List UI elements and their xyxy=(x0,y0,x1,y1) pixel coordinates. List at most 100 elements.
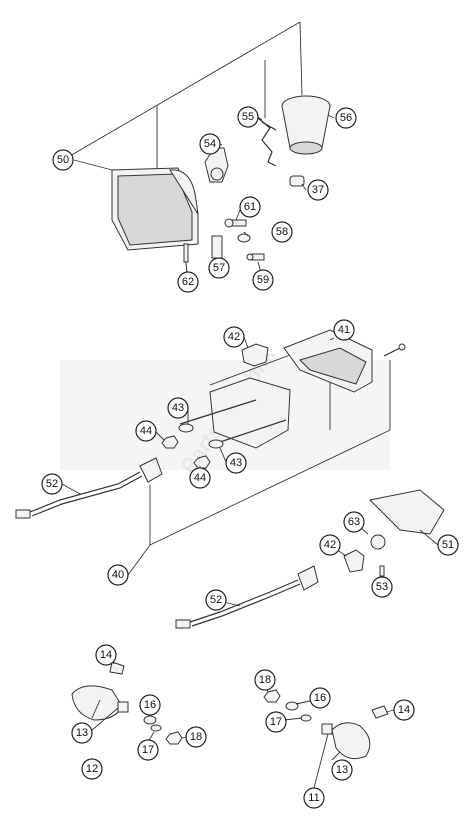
svg-text:43: 43 xyxy=(230,457,242,469)
svg-text:62: 62 xyxy=(182,276,194,288)
svg-text:44: 44 xyxy=(194,472,206,484)
dust-boot xyxy=(281,95,331,155)
callout-43-bottom: 43 xyxy=(225,452,247,474)
callout-59: 59 xyxy=(252,269,274,291)
svg-text:16: 16 xyxy=(314,692,326,704)
washer-17-right xyxy=(300,714,312,722)
plate-light-bulb xyxy=(343,549,365,573)
headlight-housing xyxy=(111,167,199,251)
callout-63: 63 xyxy=(343,511,365,533)
callout-56: 56 xyxy=(335,107,357,129)
callout-44-top: 44 xyxy=(135,420,157,442)
turn-signal-left xyxy=(71,685,129,721)
callout-17-left: 17 xyxy=(137,739,159,761)
callout-14-left: 14 xyxy=(95,644,117,666)
callout-13-right: 13 xyxy=(331,759,353,781)
svg-text:63: 63 xyxy=(348,516,360,528)
callout-13-left: 13 xyxy=(71,722,93,744)
svg-text:55: 55 xyxy=(242,111,254,123)
callout-53: 53 xyxy=(371,576,393,598)
callout-17-right: 17 xyxy=(265,711,287,733)
tail-bolt xyxy=(383,343,406,357)
nut-18-right xyxy=(263,689,281,703)
svg-text:17: 17 xyxy=(142,744,154,756)
washer-43-top xyxy=(178,423,194,433)
svg-text:43: 43 xyxy=(172,402,184,414)
callout-62: 62 xyxy=(177,271,199,293)
svg-text:18: 18 xyxy=(190,731,202,743)
svg-text:14: 14 xyxy=(100,649,112,661)
leader-lines xyxy=(61,114,439,789)
svg-text:41: 41 xyxy=(338,324,350,336)
nut-18-left xyxy=(165,731,183,745)
washer xyxy=(237,233,251,243)
wire-harness-bottom xyxy=(175,565,319,629)
svg-text:18: 18 xyxy=(259,674,271,686)
svg-text:54: 54 xyxy=(204,138,216,150)
svg-text:16: 16 xyxy=(144,699,156,711)
tail-lens xyxy=(283,329,373,393)
svg-text:50: 50 xyxy=(57,154,69,166)
callout-18-right: 18 xyxy=(254,669,276,691)
svg-text:14: 14 xyxy=(398,704,410,716)
callout-52-bottom: 52 xyxy=(205,589,227,611)
callout-43-top: 43 xyxy=(167,397,189,419)
screw-53 xyxy=(379,565,385,577)
callout-44-bottom: 44 xyxy=(189,467,211,489)
svg-text:40: 40 xyxy=(112,569,124,581)
svg-text:37: 37 xyxy=(312,184,324,196)
washer-17-left xyxy=(150,724,162,732)
screw-14-right xyxy=(371,705,389,719)
callout-42-bottom: 42 xyxy=(319,534,341,556)
callout-41: 41 xyxy=(333,319,355,341)
svg-text:61: 61 xyxy=(244,201,256,213)
washer-43-bottom xyxy=(208,439,224,449)
svg-text:52: 52 xyxy=(46,478,58,490)
callout-52-top: 52 xyxy=(41,473,63,495)
callout-42-top: 42 xyxy=(223,326,245,348)
bracket xyxy=(211,235,223,259)
callout-61: 61 xyxy=(239,196,261,218)
callout-54: 54 xyxy=(199,133,221,155)
callout-12: 12 xyxy=(81,758,103,780)
adjust-screw xyxy=(224,218,247,228)
svg-text:42: 42 xyxy=(228,331,240,343)
svg-text:13: 13 xyxy=(336,764,348,776)
svg-text:53: 53 xyxy=(376,581,388,593)
svg-text:58: 58 xyxy=(276,226,288,238)
screw-14-left xyxy=(109,661,125,675)
nut-44-bottom xyxy=(193,455,211,469)
callout-37: 37 xyxy=(307,179,329,201)
callout-55: 55 xyxy=(237,106,259,128)
svg-text:12: 12 xyxy=(86,763,98,775)
callout-40: 40 xyxy=(107,564,129,586)
callout-16-right: 16 xyxy=(309,687,331,709)
callout-51: 51 xyxy=(437,534,459,556)
svg-text:17: 17 xyxy=(270,716,282,728)
svg-text:11: 11 xyxy=(308,792,319,804)
plate-light-socket xyxy=(370,534,386,550)
svg-text:59: 59 xyxy=(257,274,269,286)
parking-bulb xyxy=(289,175,305,187)
svg-text:13: 13 xyxy=(76,727,88,739)
callout-57: 57 xyxy=(208,257,230,279)
callout-16-left: 16 xyxy=(139,694,161,716)
turn-signal-right xyxy=(321,722,371,760)
callout-14-right: 14 xyxy=(393,699,415,721)
svg-text:42: 42 xyxy=(324,539,336,551)
washer-16-left xyxy=(143,715,157,725)
callout-58: 58 xyxy=(271,221,293,243)
callout-18-left: 18 xyxy=(185,726,207,748)
svg-text:44: 44 xyxy=(140,425,152,437)
svg-text:56: 56 xyxy=(340,112,352,124)
callout-50: 50 xyxy=(52,149,74,171)
wire-harness-top xyxy=(15,457,163,519)
headlight-frame-lines xyxy=(62,21,303,170)
svg-text:52: 52 xyxy=(210,594,222,606)
bulb-clip xyxy=(257,117,277,167)
svg-text:57: 57 xyxy=(213,262,225,274)
svg-text:51: 51 xyxy=(442,539,454,551)
washer-16-right xyxy=(285,701,299,711)
